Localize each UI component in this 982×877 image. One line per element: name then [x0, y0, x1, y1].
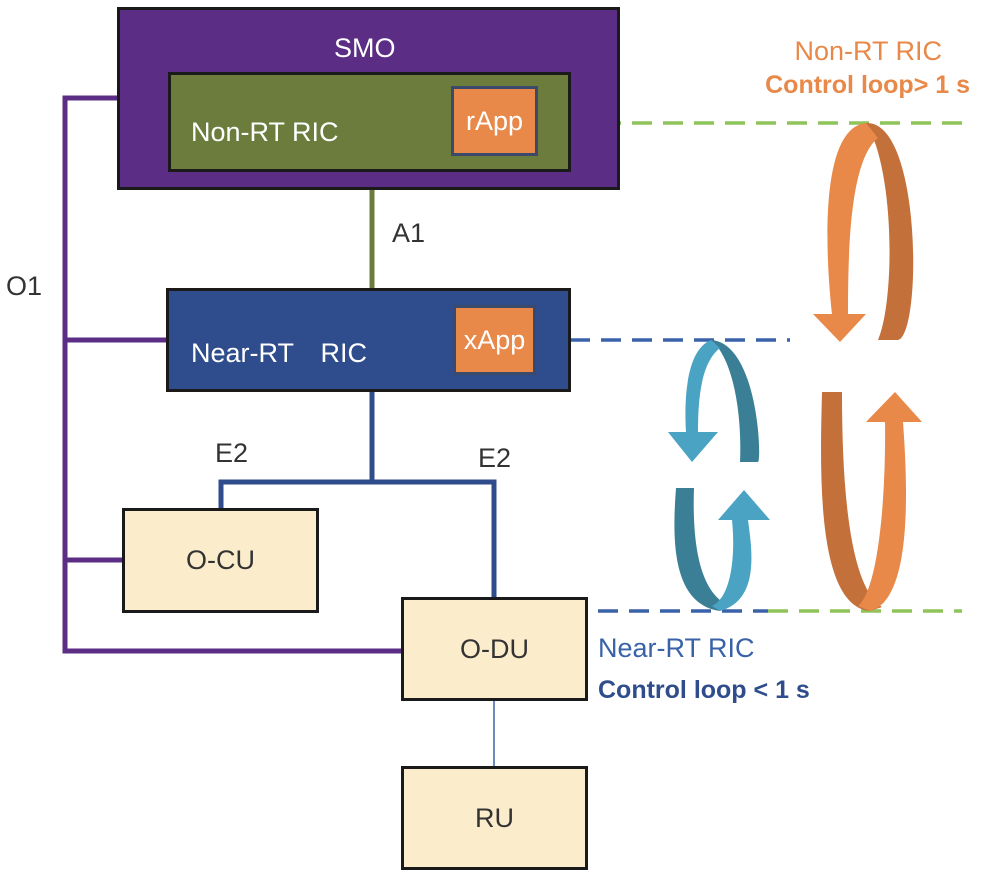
o-cu-label: O-CU	[186, 545, 255, 575]
o1-label: O1	[6, 271, 43, 301]
e2-cu-label: E2	[215, 438, 249, 468]
a1-label: A1	[392, 218, 426, 248]
o-du-label: O-DU	[460, 633, 529, 664]
near-rt-ric-label: Near-RT RIC	[191, 338, 368, 368]
non-rt-ric-label: Non-RT RIC	[191, 117, 339, 147]
near-rt-loop-title: Near-RT RIC	[598, 633, 755, 663]
non-rt-control-loop-arrow	[813, 122, 922, 611]
ru-box: RU	[401, 766, 588, 870]
non-rt-loop-title: Non-RT RIC	[794, 36, 942, 66]
ru-label: RU	[475, 802, 514, 833]
o-cu-box: O-CU	[122, 508, 319, 613]
smo-label: SMO	[334, 33, 396, 63]
rapp-box: rApp	[451, 86, 538, 156]
o1-connector	[62, 95, 402, 654]
non-rt-loop-subtitle: Control loop> 1 s	[765, 71, 970, 99]
e2-du-label: E2	[478, 443, 512, 473]
near-rt-control-loop-arrow	[668, 340, 770, 611]
o-du-box: O-DU	[401, 597, 588, 701]
xapp-box: xApp	[453, 305, 536, 375]
near-rt-loop-subtitle: Control loop < 1 s	[598, 676, 810, 704]
e2-connector	[218, 390, 497, 598]
